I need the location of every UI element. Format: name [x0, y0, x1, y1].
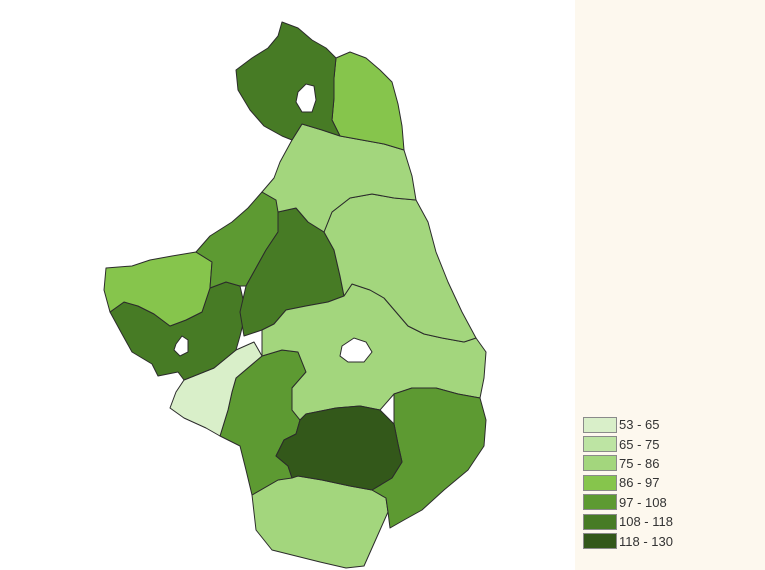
legend-label: 108 - 118	[619, 514, 673, 530]
region-northeast[interactable]	[331, 51, 405, 151]
legend-item: 118 - 130	[583, 531, 703, 550]
region-northwest-light[interactable]	[103, 251, 213, 327]
legend-label: 65 - 75	[619, 436, 660, 452]
legend-item: 97 - 108	[583, 493, 703, 512]
region-far-north[interactable]	[235, 21, 341, 141]
legend-swatch	[583, 494, 617, 511]
legend-swatch	[583, 533, 617, 550]
legend-label: 75 - 86	[619, 455, 660, 471]
legend-swatch	[583, 436, 617, 453]
legend-swatch	[583, 513, 617, 530]
choropleth-map	[103, 21, 487, 569]
region-far-south[interactable]	[251, 475, 389, 569]
legend-item: 65 - 75	[583, 434, 703, 453]
legend-label: 118 - 130	[619, 533, 673, 549]
legend-label: 86 - 97	[619, 475, 660, 491]
legend-item: 53 - 65	[583, 415, 703, 434]
map-legend: 53 - 65 65 - 75 75 - 86 86 - 97 97 - 108 108 …	[583, 415, 703, 551]
legend-swatch	[583, 455, 617, 472]
region-west-light[interactable]	[169, 341, 263, 437]
legend-label: 97 - 108	[619, 494, 667, 510]
legend-label: 53 - 65	[619, 417, 660, 433]
legend-item: 75 - 86	[583, 454, 703, 473]
legend-swatch	[583, 474, 617, 491]
legend-item: 108 - 118	[583, 512, 703, 531]
region-south-darkest[interactable]	[275, 405, 403, 491]
map-panel	[0, 0, 575, 570]
legend-swatch	[583, 416, 617, 433]
legend-item: 86 - 97	[583, 473, 703, 492]
